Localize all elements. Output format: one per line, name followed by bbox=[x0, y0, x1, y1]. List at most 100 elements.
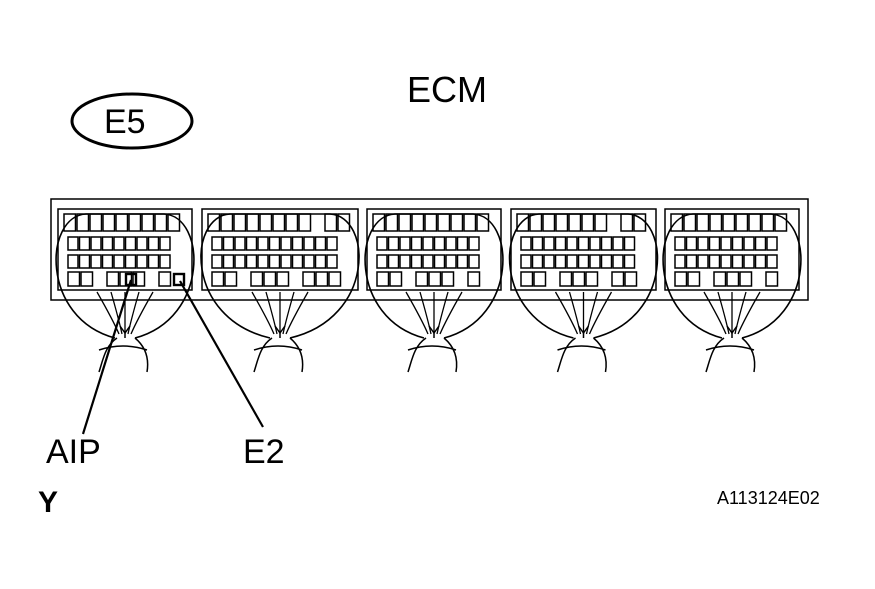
e2-terminal bbox=[172, 272, 186, 287]
terminal-cavity bbox=[611, 271, 625, 287]
aip-leader-line bbox=[81, 279, 133, 435]
terminal-cavity bbox=[234, 236, 246, 251]
terminal-cavity bbox=[285, 213, 299, 232]
wire-strand bbox=[734, 291, 747, 335]
terminal-cavity bbox=[291, 236, 304, 251]
terminal-cavity bbox=[257, 236, 269, 251]
wire-bundle-end bbox=[705, 337, 756, 373]
terminal-cavity bbox=[531, 236, 544, 251]
terminal-cavity bbox=[520, 254, 532, 269]
terminal-cavity bbox=[415, 271, 429, 287]
terminal-cavity bbox=[577, 254, 590, 269]
terminal-cavity bbox=[376, 236, 388, 251]
terminal-cavity bbox=[726, 271, 740, 287]
wire-strand bbox=[285, 291, 309, 335]
terminal-cavity bbox=[324, 213, 338, 232]
wire-strand bbox=[251, 291, 275, 335]
terminal-cavity bbox=[159, 236, 171, 251]
terminal-cavity bbox=[713, 271, 727, 287]
terminal-cavity bbox=[554, 254, 567, 269]
terminal-cavity bbox=[422, 236, 434, 251]
terminal-cavity bbox=[722, 213, 736, 232]
terminal-cavity bbox=[410, 254, 423, 269]
terminal-cavity bbox=[399, 236, 411, 251]
terminal-cavity bbox=[268, 254, 281, 269]
terminal-cavity bbox=[529, 213, 543, 232]
terminal-cavity bbox=[623, 236, 636, 251]
wire-strand bbox=[717, 291, 730, 335]
aip-terminal-label: AIP bbox=[46, 433, 101, 471]
terminal-cavity bbox=[102, 213, 116, 232]
connector-id-badge bbox=[70, 92, 194, 150]
terminal-cavity bbox=[326, 236, 338, 251]
terminal-cavity bbox=[303, 254, 315, 269]
terminal-cavity bbox=[708, 254, 721, 269]
connector-block bbox=[55, 208, 195, 373]
terminal-cavity bbox=[468, 254, 480, 269]
terminal-cavity bbox=[141, 213, 155, 232]
wire-split bbox=[428, 325, 440, 338]
terminal-cavity bbox=[115, 213, 129, 232]
terminal-cavity bbox=[220, 213, 234, 232]
terminal-cavity bbox=[624, 271, 638, 287]
connector-block bbox=[200, 208, 360, 373]
terminal-cavity bbox=[234, 254, 246, 269]
terminal-cavity bbox=[263, 271, 277, 287]
terminal-cavity bbox=[259, 213, 273, 232]
terminal-cavity bbox=[685, 236, 698, 251]
terminal-cavity bbox=[250, 271, 264, 287]
terminal-cavity bbox=[774, 213, 788, 232]
wire-strand bbox=[130, 291, 154, 335]
terminal-cavity bbox=[437, 213, 451, 232]
terminal-cavity bbox=[572, 271, 586, 287]
terminal-cavity bbox=[76, 213, 90, 232]
terminal-cavity bbox=[233, 213, 247, 232]
wire-strand bbox=[419, 291, 432, 335]
terminal-cavity bbox=[735, 213, 749, 232]
terminal-cavity bbox=[159, 254, 171, 269]
reference-code: A113124E02 bbox=[717, 488, 820, 508]
terminal-cavity bbox=[600, 254, 613, 269]
wire-strand bbox=[436, 291, 449, 335]
wire-strand bbox=[282, 291, 295, 335]
terminal-cavity bbox=[766, 236, 778, 251]
terminal-cavity bbox=[743, 236, 755, 251]
terminal-cavity bbox=[456, 254, 469, 269]
wire-strand bbox=[585, 291, 599, 335]
terminal-cavity bbox=[67, 254, 79, 269]
terminal-cavity bbox=[291, 254, 304, 269]
terminal-cavity bbox=[542, 213, 556, 232]
terminal-cavity bbox=[531, 254, 544, 269]
wire-bundle-end bbox=[556, 337, 607, 373]
terminal-cavity bbox=[670, 213, 684, 232]
terminal-cavity bbox=[533, 271, 547, 287]
terminal-cavity bbox=[136, 236, 148, 251]
e2-terminal-label: E2 bbox=[243, 433, 285, 471]
terminal-cavity bbox=[280, 236, 292, 251]
terminal-cavity bbox=[211, 254, 223, 269]
terminal-cavity bbox=[568, 213, 582, 232]
terminal-cavity bbox=[467, 271, 481, 287]
terminal-cavity bbox=[445, 236, 457, 251]
wire-strand bbox=[554, 291, 579, 335]
terminal-cavity bbox=[372, 213, 386, 232]
terminal-cavity bbox=[67, 271, 81, 287]
terminal-cavity bbox=[101, 254, 114, 269]
terminal-cavity bbox=[222, 236, 235, 251]
terminal-cavity bbox=[555, 213, 569, 232]
connector-block-frame bbox=[366, 208, 502, 291]
wire-harness-outline bbox=[55, 213, 195, 339]
terminal-cavity bbox=[63, 213, 77, 232]
terminal-cavity bbox=[422, 254, 434, 269]
terminal-cavity bbox=[80, 271, 94, 287]
terminal-cavity bbox=[516, 213, 530, 232]
terminal-cavity bbox=[314, 254, 327, 269]
terminal-cavity bbox=[224, 271, 238, 287]
wire-bundle-end bbox=[253, 337, 304, 373]
terminal-cavity bbox=[697, 236, 709, 251]
connector-block-frame bbox=[664, 208, 800, 291]
wire-harness-outline bbox=[200, 213, 360, 339]
terminal-cavity bbox=[207, 213, 221, 232]
terminal-cavity bbox=[399, 254, 411, 269]
terminal-cavity bbox=[302, 271, 316, 287]
